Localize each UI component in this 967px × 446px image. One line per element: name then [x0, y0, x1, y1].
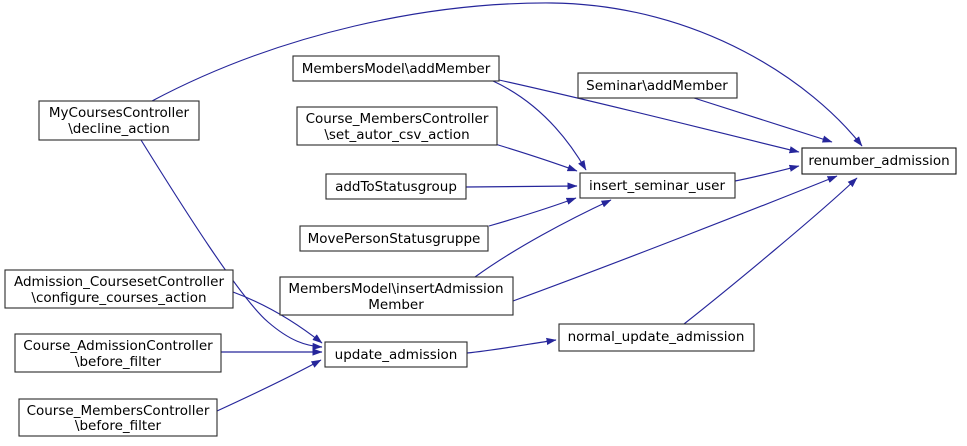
node-label: \configure_courses_action — [31, 290, 206, 306]
node-label: \decline_action — [68, 121, 170, 137]
node-course-admission-before-filter[interactable]: Course_AdmissionController \before_filte… — [14, 333, 222, 373]
node-label: Course_MembersController — [306, 111, 489, 127]
node-membersmodel-insertadmissionmember[interactable]: MembersModel\insertAdmission Member — [279, 276, 514, 316]
edge-mycourses-decline-to-update — [140, 139, 323, 350]
edge-addtostatusgroup-to-insert-seminar-user — [465, 182, 578, 190]
node-group: MyCoursesController \decline_action Memb… — [4, 55, 957, 437]
node-label: MembersModel\addMember — [302, 61, 491, 77]
edge-update-to-normal-update — [466, 337, 557, 354]
node-label: MembersModel\insertAdmission — [288, 281, 503, 297]
node-addtostatusgroup[interactable]: addToStatusgroup — [325, 173, 467, 200]
node-update-admission[interactable]: update_admission — [324, 341, 468, 368]
edge-membersmodel-addmember-to-insert-seminar-user — [492, 80, 587, 171]
node-label: insert_seminar_user — [589, 178, 726, 194]
edge-membersmodel-addmember-to-renumber — [498, 79, 800, 154]
node-label: MyCoursesController — [49, 105, 190, 121]
node-label: Course_AdmissionController — [23, 338, 213, 354]
node-label: \before_filter — [75, 418, 162, 434]
node-course-members-before-filter[interactable]: Course_MembersController \before_filter — [18, 398, 218, 437]
edge-course-members-before-filter-to-update — [216, 359, 322, 412]
node-label: addToStatusgroup — [335, 179, 457, 195]
edge-insertadmissionmember-to-insert-seminar-user — [474, 199, 612, 278]
node-admission-courseset-configure-courses-action[interactable]: Admission_CoursesetController \configure… — [4, 269, 234, 309]
node-label: normal_update_admission — [568, 329, 745, 345]
edge-set-autor-csv-to-insert-seminar-user — [494, 143, 578, 172]
node-course-members-set-autor-csv-action[interactable]: Course_MembersController \set_autor_csv_… — [296, 106, 498, 146]
node-renumber-admission[interactable]: renumber_admission — [801, 147, 957, 175]
node-label: Seminar\addMember — [586, 78, 728, 94]
node-seminar-addmember[interactable]: Seminar\addMember — [577, 72, 738, 99]
node-normal-update-admission[interactable]: normal_update_admission — [558, 323, 755, 352]
node-label: Member — [368, 297, 424, 313]
node-membersmodel-addmember[interactable]: MembersModel\addMember — [292, 55, 500, 82]
edge-normal-update-to-renumber — [683, 177, 858, 325]
edge-insertadmissionmember-to-renumber — [512, 175, 838, 302]
edge-mycourses-decline-to-renumber — [151, 2, 863, 147]
node-mycourses-decline-action[interactable]: MyCoursesController \decline_action — [38, 100, 200, 141]
node-label: Admission_CoursesetController — [14, 274, 224, 290]
edge-insert-seminar-user-to-renumber — [734, 164, 800, 182]
node-label: \before_filter — [75, 354, 162, 370]
node-label: \set_autor_csv_action — [324, 127, 469, 143]
edge-seminar-addmember-to-renumber — [693, 97, 833, 143]
node-label: update_admission — [335, 347, 458, 363]
node-label: Course_MembersController — [27, 403, 210, 419]
node-insert-seminar-user[interactable]: insert_seminar_user — [579, 172, 736, 199]
node-label: MovePersonStatusgruppe — [308, 231, 481, 247]
node-movepersonstatusgruppe[interactable]: MovePersonStatusgruppe — [299, 225, 489, 252]
edge-movepersonstatusgruppe-to-insert-seminar-user — [488, 197, 577, 227]
node-label: renumber_admission — [808, 153, 949, 169]
